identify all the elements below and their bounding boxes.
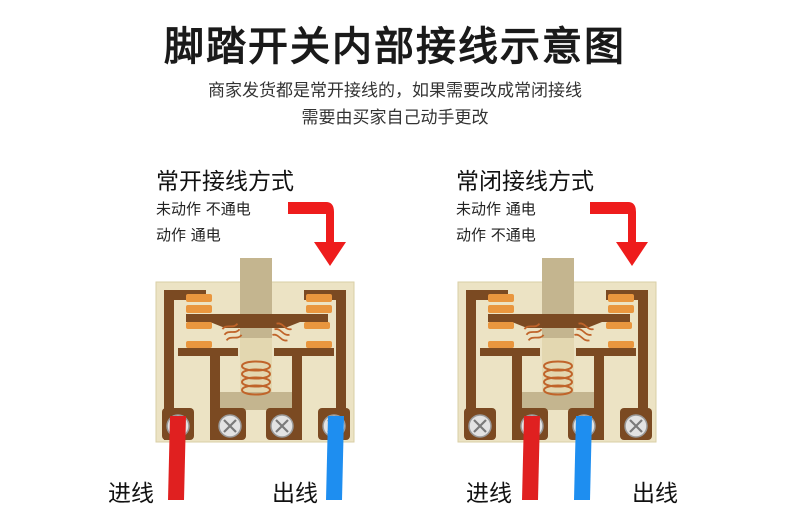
- outlet-label-normally-closed: 出线: [632, 481, 678, 507]
- panel-title-normally-closed: 常闭接线方式: [456, 169, 594, 195]
- inlet-label-normally-closed: 进线: [466, 481, 512, 507]
- outlet-label-normally-open: 出线: [272, 481, 318, 507]
- press-arrow-icon: [288, 202, 346, 266]
- state-pressed-normally-closed: 动作 不通电: [456, 226, 536, 244]
- state-idle-normally-open: 未动作 不通电: [156, 200, 251, 218]
- switch-diagram-normally-closed: [457, 202, 657, 500]
- shipping-note-continued: 需要由买家自己动手更改: [301, 108, 489, 128]
- inlet-wire-normally-closed: [522, 416, 540, 500]
- shipping-note: 商家发货都是常开接线的，如果需要改成常闭接线: [208, 81, 582, 101]
- panel-title-normally-open: 常开接线方式: [156, 169, 294, 195]
- inlet-wire-normally-open: [168, 416, 186, 500]
- press-arrow-icon: [590, 202, 648, 266]
- inlet-label-normally-open: 进线: [108, 481, 154, 507]
- outlet-wire-normally-closed: [574, 416, 592, 500]
- switch-diagram-normally-open: [155, 202, 355, 500]
- state-pressed-normally-open: 动作 通电: [156, 226, 221, 244]
- state-idle-normally-closed: 未动作 通电: [456, 200, 536, 218]
- page-title: 脚踏开关内部接线示意图: [164, 24, 626, 70]
- outlet-wire-normally-open: [326, 416, 344, 500]
